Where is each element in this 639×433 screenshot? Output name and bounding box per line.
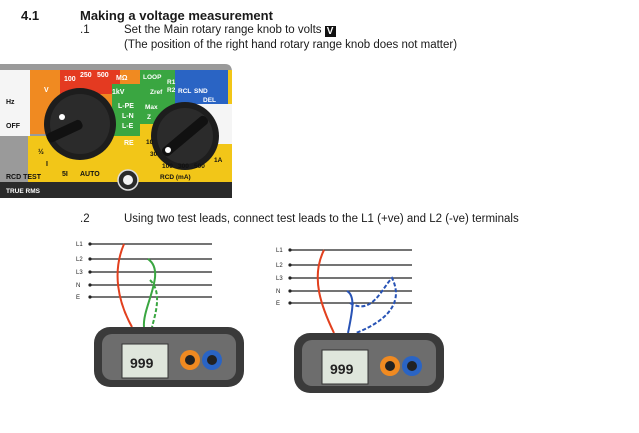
label-zref: Zref (150, 89, 163, 96)
label-hz: Hz (6, 99, 15, 106)
label-500ma: 500 (194, 163, 205, 170)
true-rms-label: TRUE RMS (6, 188, 41, 195)
display-readout: 999 (330, 361, 354, 377)
label-r1: R1 (167, 79, 176, 86)
display-readout: 999 (130, 355, 154, 371)
wiring-diagram-left: L1 L2 L3 N E 999 (76, 242, 244, 387)
green-lead (142, 258, 157, 328)
section-number: 4.1 (21, 8, 40, 23)
label-500: 500 (97, 72, 109, 79)
label-10: 10 (146, 139, 154, 146)
section-title: Making a voltage measurement (80, 8, 273, 23)
line-l2-label: L2 (276, 263, 283, 269)
step2-number: .2 (80, 213, 90, 225)
label-v: V (44, 87, 49, 94)
label-30: 30 (150, 151, 158, 158)
label-i: I (46, 161, 48, 168)
label-rcl: RCL (178, 88, 191, 95)
line-l1-label: L1 (76, 242, 83, 248)
label-off: OFF (6, 123, 21, 130)
line-e-label: E (76, 295, 80, 301)
wiring-diagram-right: L1 L2 L3 N E 999 (276, 248, 444, 393)
label-le: L-E (122, 123, 134, 130)
line-l3-label: L3 (76, 270, 83, 276)
label-1a: 1A (214, 157, 223, 164)
label-lpe: L-PE (118, 103, 134, 110)
line-n-label: N (76, 283, 80, 289)
step1-text: Set the Main rotary range knob to volts (124, 24, 322, 36)
rotary-range-panel: 100 250 500 MΩ V 1kV L-PE L-N L-E RE Hz … (0, 64, 232, 198)
step1-number: .1 (80, 24, 90, 36)
line-l2-label: L2 (76, 257, 83, 263)
rcd-ma-label: RCD (mA) (160, 174, 191, 181)
label-half: ½ (38, 148, 44, 156)
line-l1-label: L1 (276, 248, 283, 254)
label-z: Z (147, 114, 151, 121)
volts-badge: V (324, 26, 336, 37)
label-100: 100 (64, 76, 76, 83)
label-ln: L-N (122, 113, 134, 120)
label-snd: SND (194, 88, 208, 95)
label-300ma: 300 (178, 163, 189, 170)
label-mohm: MΩ (116, 75, 128, 82)
label-250: 250 (80, 72, 92, 79)
label-loop: LOOP (143, 74, 162, 81)
label-r2: R2 (167, 87, 176, 94)
line-n-label: N (276, 289, 280, 295)
red-lead (316, 249, 335, 334)
label-5i: 5I (62, 171, 68, 178)
line-e-label: E (276, 301, 280, 307)
label-re: RE (124, 140, 134, 147)
blue-lead (346, 290, 354, 334)
label-del: DEL (203, 97, 216, 104)
line-l3-label: L3 (276, 276, 283, 282)
step2-text: Using two test leads, connect test leads… (124, 213, 519, 225)
step1-note: (The position of the right hand rotary r… (124, 39, 458, 51)
label-auto: AUTO (80, 171, 100, 178)
red-lead (116, 243, 133, 328)
label-1kv: 1kV (112, 89, 125, 96)
label-max: Max (145, 104, 158, 111)
label-100ma: 100 (162, 163, 173, 170)
rcd-test-label: RCD TEST (6, 174, 42, 181)
